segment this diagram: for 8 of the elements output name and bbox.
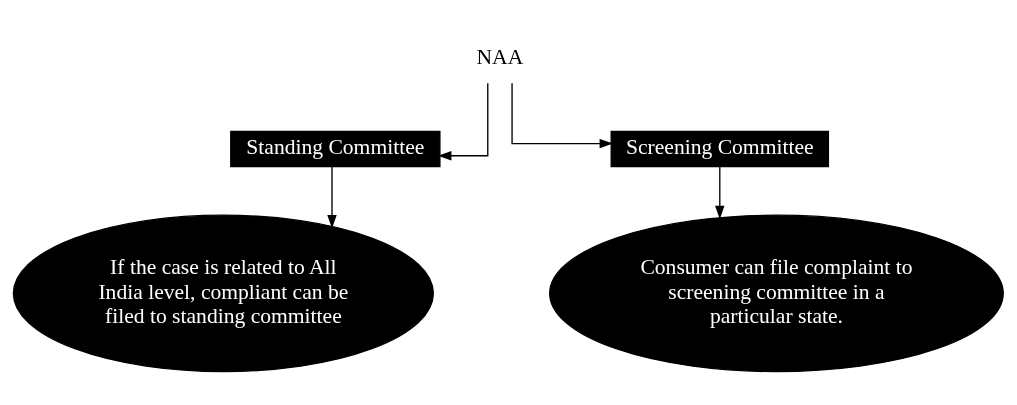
- node-box: Standing Committee: [230, 130, 441, 167]
- node-text: NAA: [476, 44, 524, 69]
- arrow: [437, 82, 489, 160]
- node-ellipse: Consumer can file complaint to screening committee in a particular state.: [549, 214, 1004, 372]
- node-box: Screening Committee: [610, 130, 830, 167]
- arrow: [715, 165, 725, 219]
- arrow: [327, 165, 337, 228]
- arrow: [511, 82, 614, 148]
